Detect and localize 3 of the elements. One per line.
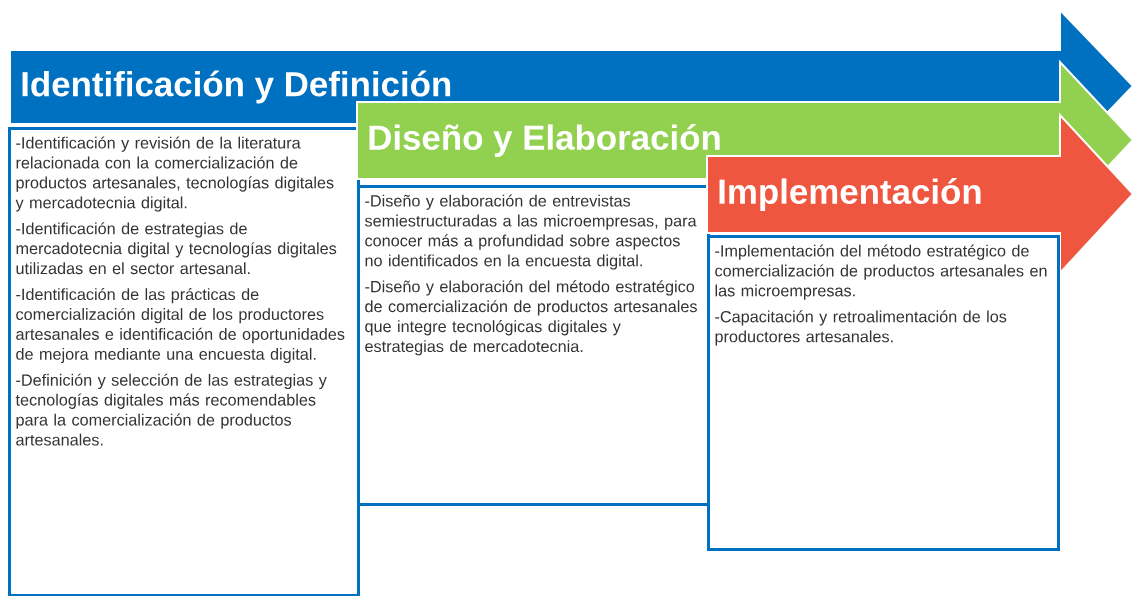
text-box: -Diseño y elaboración de entrevistas semiestructuradas a las microempresas, para conocer más a profundidad sobre aspectos no identificados en la encuesta digital. -Diseño y elaboración del método estratégico de comercialización de productos artesanales que integre tecnológicas digitales y estrategias de mercadotecnia. bbox=[357, 185, 710, 506]
text-box: -Implementación del método estratégico de comercialización de productos artesanales en las microempresas. -Capacitación y retroalimentación de los productores artesanales. bbox=[707, 235, 1060, 551]
text-box: -Identificación y revisión de la literatura relacionada con la comercialización de productos artesanales, tecnologías digitales y mercadotecnia digital. -Identificación de estrategias de mercadotecnia digital y tecnologías digitales utilizadas en el sector artesanal. -Identificación de las prácticas de comercialización digital de los productores artesanales e identificación de oportunidades de mejora mediante una encuesta digital. -Definición y selección de las estrategias y tecnologías digitales más recomendables para la comercialización de productos artesanales. bbox=[8, 127, 360, 596]
